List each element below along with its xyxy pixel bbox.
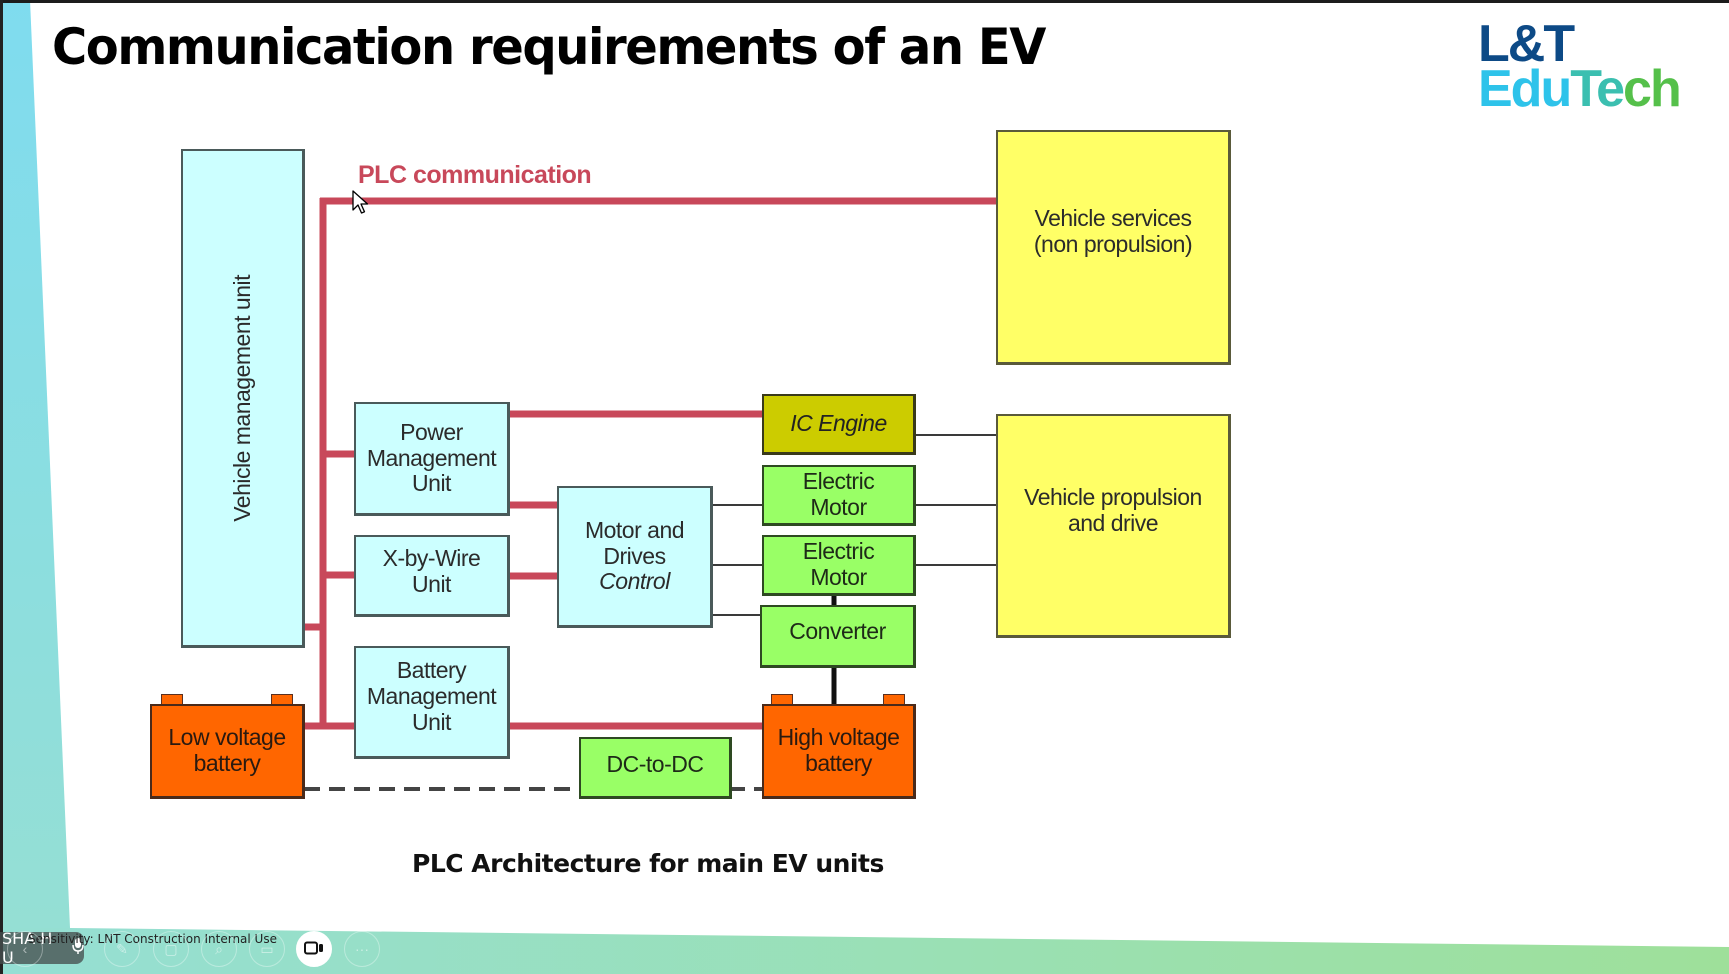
plc-communication-label: PLC communication [358, 161, 592, 189]
vehicle-services-label: Vehicle services (non propulsion) [1033, 205, 1193, 257]
xbw-label: X-by-Wire Unit [382, 544, 481, 597]
logo-part-ch: ch [1623, 59, 1682, 118]
ic-engine-label: IC Engine [790, 410, 887, 437]
diagram-caption: PLC Architecture for main EV units [412, 849, 884, 878]
layout-icon: ▢ [164, 940, 178, 957]
power-management-unit-block: Power Management Unit [354, 402, 510, 516]
logo-part-edu: Edu [1478, 59, 1572, 118]
motor2-label: Electric Motor [802, 538, 875, 590]
vehicle-management-unit-block: Vehicle management unit [181, 149, 305, 648]
mdc-label-line2: Drives [603, 542, 666, 569]
vmu-label: Vehicle management unit [228, 274, 255, 522]
window-left-border [0, 0, 3, 974]
x-by-wire-unit-block: X-by-Wire Unit [354, 535, 510, 617]
logo-line-2: EduTech [1478, 63, 1682, 115]
converter-label: Converter [789, 618, 886, 645]
vehicle-services-block: Vehicle services (non propulsion) [996, 130, 1231, 365]
mdc-label-line3: Control [599, 568, 670, 595]
high-voltage-battery-block: High voltage battery [762, 704, 916, 799]
motor-drives-control-block: Motor and Drives Control [557, 486, 713, 628]
window-top-border [0, 0, 1729, 3]
plc-bus [304, 197, 997, 730]
more-icon: ··· [355, 941, 369, 957]
camera-icon [304, 941, 324, 958]
dc-to-dc-block: DC-to-DC [579, 737, 732, 799]
pen-icon: ✎ [116, 940, 128, 957]
lv-battery-label: Low voltage battery [168, 724, 286, 776]
mdc-label-line1: Motor and [584, 516, 685, 543]
power-links [712, 434, 996, 616]
low-voltage-battery-block: Low voltage battery [150, 704, 305, 799]
mouse-cursor-icon [352, 190, 369, 214]
layout-button[interactable]: ▢ [153, 931, 189, 967]
search-button[interactable]: ⌕ [201, 931, 237, 967]
back-button[interactable]: ‹ [7, 931, 43, 967]
microphone-icon[interactable] [72, 937, 84, 959]
hv-battery-label: High voltage battery [777, 724, 900, 776]
bottom-accent [0, 928, 1729, 974]
lt-edutech-logo: L&T EduTech [1478, 15, 1682, 115]
motor1-label: Electric Motor [802, 468, 875, 520]
logo-part-te: Te [1570, 59, 1625, 118]
camera-button[interactable] [296, 931, 332, 967]
search-icon: ⌕ [215, 940, 223, 957]
left-accent [0, 0, 70, 928]
subtitles-button[interactable]: ▭ [249, 931, 285, 967]
battery-management-unit-block: Battery Management Unit [354, 646, 510, 759]
vehicle-propulsion-block: Vehicle propulsion and drive [996, 414, 1231, 638]
electric-motor-2-block: Electric Motor [762, 535, 916, 596]
slide-title: Communication requirements of an EV [52, 18, 1046, 76]
propulsion-label: Vehicle propulsion and drive [1024, 483, 1202, 536]
ic-engine-block: IC Engine [762, 394, 916, 455]
dcdc-label: DC-to-DC [606, 750, 704, 777]
electric-motor-1-block: Electric Motor [762, 465, 916, 526]
logo-line-1: L&T [1478, 15, 1575, 73]
subtitles-icon: ▭ [260, 940, 274, 957]
back-icon: ‹ [22, 941, 28, 957]
pmu-label: Power Management Unit [366, 418, 497, 497]
converter-block: Converter [760, 605, 916, 668]
bmu-label: Battery Management Unit [366, 657, 497, 735]
more-button[interactable]: ··· [344, 931, 380, 967]
pen-button[interactable]: ✎ [104, 931, 140, 967]
